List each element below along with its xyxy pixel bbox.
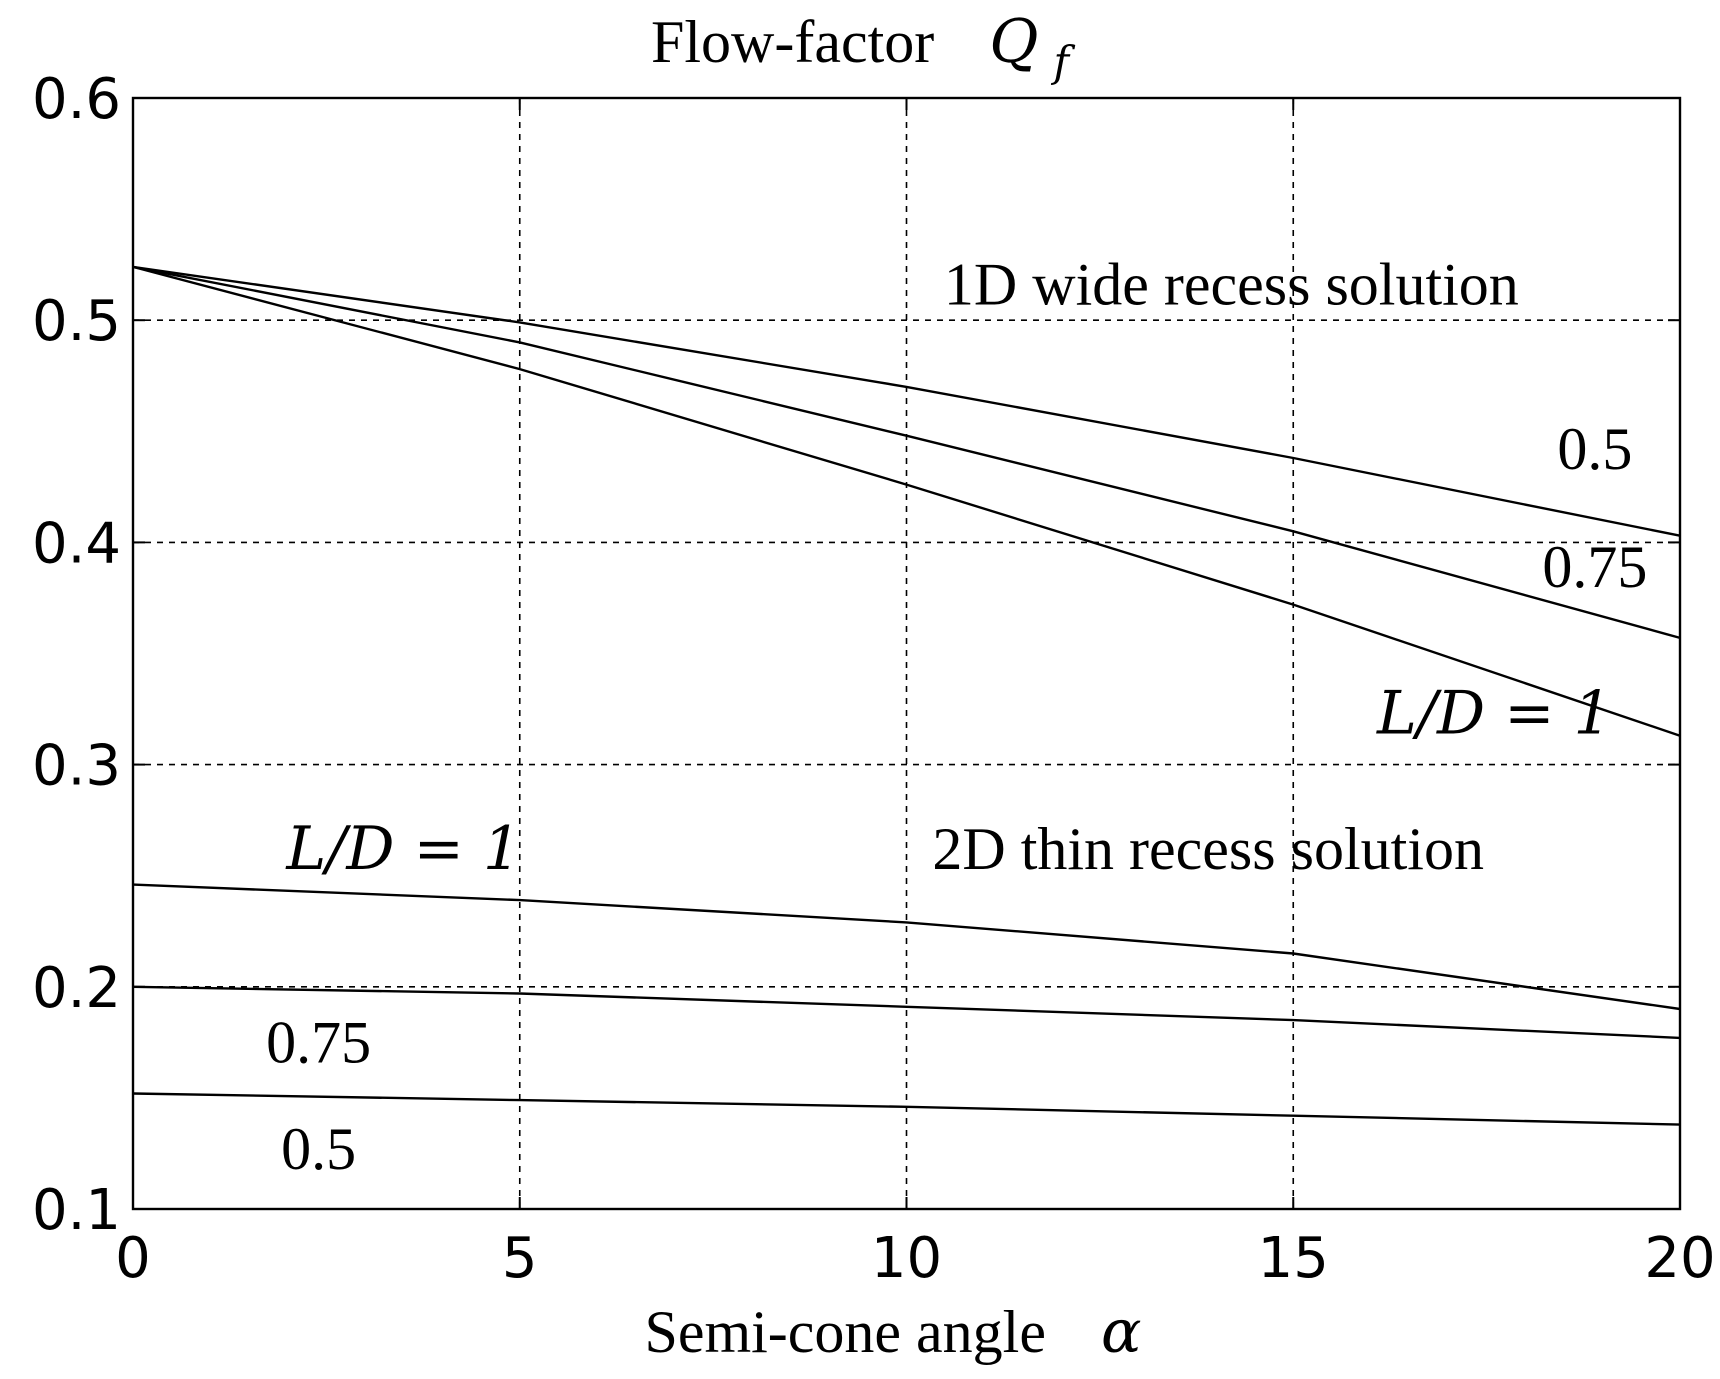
chart-title-symbol: Q (989, 7, 1038, 77)
y-tick-label: 0.5 (32, 289, 121, 354)
annotation-label: L/D = 1 (285, 814, 521, 884)
series-line-6 (132, 1092, 1681, 1126)
y-tick-label: 0.1 (32, 1178, 121, 1243)
annotation-label: 0.75 (1542, 534, 1647, 600)
annotation-label: L/D = 1 (1376, 678, 1612, 748)
x-tick-label: 10 (871, 1226, 942, 1291)
x-axis-label: Semi-cone angle α (644, 1297, 1141, 1367)
annotation-label: 0.5 (1557, 416, 1632, 482)
y-tick-label: 0.6 (32, 67, 121, 132)
series-line-4 (132, 883, 1681, 1011)
y-tick-label: 0.3 (32, 734, 121, 799)
y-tick-label: 0.2 (32, 956, 121, 1021)
x-tick-label: 15 (1258, 1226, 1329, 1291)
y-tick-label: 0.4 (32, 511, 121, 576)
x-tick-label: 20 (1644, 1226, 1715, 1291)
tick-labels: 0 5 10 15 20 0.1 0.2 0.3 0.4 0.5 0.6 (32, 67, 1716, 1291)
x-tick-label: 0 (115, 1226, 151, 1291)
series-line-2 (132, 265, 1681, 640)
series-line-1 (132, 265, 1681, 537)
chart-title-subscript: f (1050, 37, 1075, 86)
series-line-5 (132, 985, 1681, 1040)
series-lines (132, 265, 1681, 1126)
annotation-label: 2D thin recess solution (932, 816, 1484, 882)
series-line-3 (132, 265, 1681, 737)
annotation-label: 0.75 (266, 1009, 371, 1075)
annotation-label: 1D wide recess solution (944, 252, 1519, 318)
x-axis-label-symbol: α (1101, 1297, 1142, 1367)
grid (133, 98, 1680, 1209)
annotation-label: 0.5 (281, 1116, 356, 1182)
chart-title-text: Flow-factor (651, 9, 934, 75)
x-axis-label-text: Semi-cone angle (644, 1299, 1046, 1365)
x-tick-label: 5 (502, 1226, 538, 1291)
chart-title: Flow-factor Q f (651, 7, 1075, 86)
